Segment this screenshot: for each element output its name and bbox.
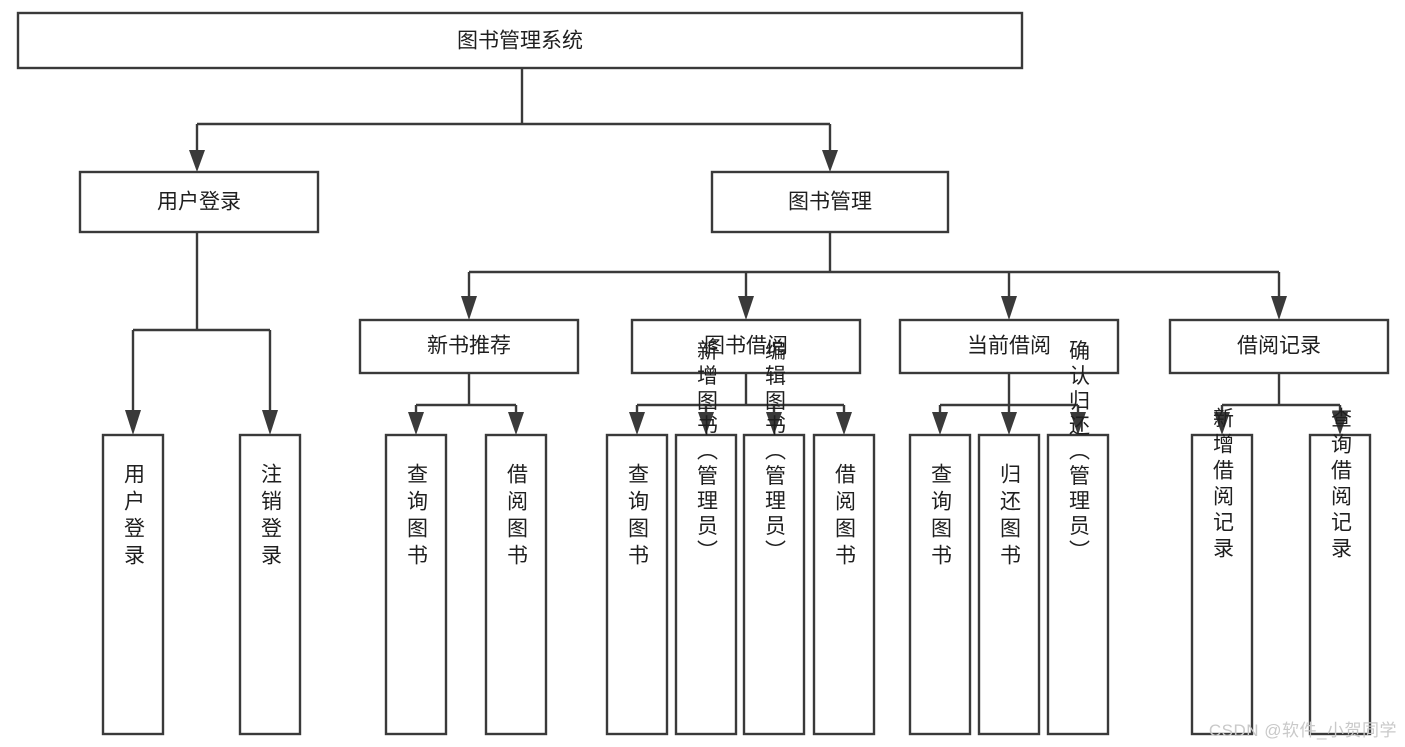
- arrow-head-borrow-book: [738, 296, 754, 320]
- connector-group-user-login: [125, 232, 278, 435]
- connector-group-new-book: [408, 373, 524, 435]
- node-leaf-borrow-2[interactable]: 新增图书（管理员）: [674, 340, 738, 736]
- node-leaf-new-book-1[interactable]: 查询图书: [384, 433, 448, 736]
- node-leaf-borrow-1[interactable]: 查询图书: [605, 433, 669, 736]
- node-user-login[interactable]: 用户登录: [78, 170, 320, 234]
- node-leaf-borrow-3-box[interactable]: [742, 433, 806, 736]
- node-leaf-new-book-1-label: 查询图书: [405, 463, 429, 571]
- node-root-label: 图书管理系统: [457, 30, 583, 53]
- arrow-head-book-manage: [822, 150, 838, 172]
- arrow-head-borrow-leaf-4: [836, 412, 852, 435]
- node-leaf-user-login-2[interactable]: 注销登录: [238, 433, 302, 736]
- node-leaf-current-2[interactable]: 归还图书: [977, 433, 1041, 736]
- node-book-borrow-label: 图书借阅: [704, 335, 788, 358]
- arrow-head-current-leaf-3: [1070, 412, 1086, 435]
- arrow-head-record-leaf-2: [1332, 412, 1348, 435]
- node-leaf-new-book-2-box[interactable]: [484, 433, 548, 736]
- node-current-borrow[interactable]: 当前借阅: [898, 318, 1120, 375]
- connector-group-current-borrow: [932, 373, 1086, 435]
- node-leaf-borrow-1-box[interactable]: [605, 433, 669, 736]
- node-leaf-borrow-2-label: 新增图书（管理员）: [695, 340, 719, 565]
- node-current-borrow-label: 当前借阅: [967, 335, 1051, 358]
- node-borrow-record[interactable]: 借阅记录: [1168, 318, 1390, 375]
- node-new-book-recommend[interactable]: 新书推荐: [358, 318, 580, 375]
- node-leaf-new-book-1-box[interactable]: [384, 433, 448, 736]
- node-leaf-user-login-2-label: 注销登录: [259, 463, 283, 571]
- node-user-login-label: 用户登录: [157, 191, 241, 214]
- node-leaf-borrow-3[interactable]: 编辑图书（管理员）: [742, 340, 806, 736]
- node-leaf-borrow-4[interactable]: 借阅图书: [812, 433, 876, 736]
- arrow-head-new-book: [461, 296, 477, 320]
- node-leaf-user-login-2-box[interactable]: [238, 433, 302, 736]
- node-book-borrow-box[interactable]: [630, 318, 862, 375]
- node-current-borrow-box[interactable]: [898, 318, 1120, 375]
- arrow-head-current-borrow: [1001, 296, 1017, 320]
- node-leaf-user-login-1[interactable]: 用户登录: [101, 433, 165, 736]
- node-leaf-current-1-label: 查询图书: [929, 463, 953, 571]
- node-leaf-new-book-2-label: 借阅图书: [505, 463, 529, 571]
- arrow-head-borrow-record: [1271, 296, 1287, 320]
- arrow-head-new-book-leaf-2: [508, 412, 524, 435]
- node-user-login-box[interactable]: [78, 170, 320, 234]
- node-leaf-current-1-box[interactable]: [908, 433, 972, 736]
- node-leaf-current-2-box[interactable]: [977, 433, 1041, 736]
- node-leaf-record-2-label: 查询借阅记录: [1329, 407, 1353, 563]
- node-leaf-record-1-label: 新增借阅记录: [1211, 407, 1235, 563]
- node-leaf-current-2-label: 归还图书: [998, 463, 1022, 571]
- node-borrow-record-label: 借阅记录: [1237, 335, 1321, 358]
- node-borrow-record-box[interactable]: [1168, 318, 1390, 375]
- arrow-head-user-login-leaf-1: [125, 410, 141, 435]
- node-leaf-record-1-box[interactable]: [1190, 433, 1254, 736]
- arrow-head-current-leaf-1: [932, 412, 948, 435]
- node-leaf-borrow-3-label: 编辑图书（管理员）: [763, 340, 787, 565]
- node-book-manage-label: 图书管理: [788, 191, 872, 214]
- node-leaf-current-3-label: 确认归还（管理员）: [1067, 340, 1091, 565]
- arrow-head-borrow-leaf-3: [766, 412, 782, 435]
- arrow-head-borrow-leaf-1: [629, 412, 645, 435]
- node-book-borrow[interactable]: 图书借阅: [630, 318, 862, 375]
- node-leaf-user-login-1-box[interactable]: [101, 433, 165, 736]
- node-leaf-new-book-2[interactable]: 借阅图书: [484, 433, 548, 736]
- node-new-book-recommend-label: 新书推荐: [427, 335, 511, 358]
- node-root-box[interactable]: [16, 11, 1024, 70]
- node-leaf-borrow-4-box[interactable]: [812, 433, 876, 736]
- node-leaf-current-1[interactable]: 查询图书: [908, 433, 972, 736]
- node-leaf-borrow-2-box[interactable]: [674, 433, 738, 736]
- node-leaf-user-login-1-label: 用户登录: [122, 463, 146, 571]
- node-leaf-borrow-1-label: 查询图书: [626, 463, 650, 571]
- node-root[interactable]: 图书管理系统: [16, 11, 1024, 70]
- connector-group-root: [189, 68, 838, 172]
- arrow-head-new-book-leaf-1: [408, 412, 424, 435]
- arrow-head-user-login: [189, 150, 205, 172]
- connector-group-borrow-book: [629, 373, 852, 435]
- arrow-head-borrow-leaf-2: [698, 412, 714, 435]
- node-new-book-recommend-box[interactable]: [358, 318, 580, 375]
- node-book-manage[interactable]: 图书管理: [710, 170, 950, 234]
- connector-group-book-manage: [461, 232, 1287, 320]
- node-book-manage-box[interactable]: [710, 170, 950, 234]
- arrow-head-user-login-leaf-2: [262, 410, 278, 435]
- node-leaf-record-1[interactable]: 新增借阅记录: [1190, 407, 1254, 736]
- arrow-head-record-leaf-1: [1214, 412, 1230, 435]
- node-leaf-current-3-box[interactable]: [1046, 433, 1110, 736]
- arrow-head-current-leaf-2: [1001, 412, 1017, 435]
- node-leaf-record-2[interactable]: 查询借阅记录: [1308, 407, 1372, 736]
- node-leaf-current-3[interactable]: 确认归还（管理员）: [1046, 340, 1110, 736]
- node-leaf-record-2-box[interactable]: [1308, 433, 1372, 736]
- node-leaf-borrow-4-label: 借阅图书: [833, 463, 857, 571]
- connector-group-borrow-record: [1214, 373, 1348, 435]
